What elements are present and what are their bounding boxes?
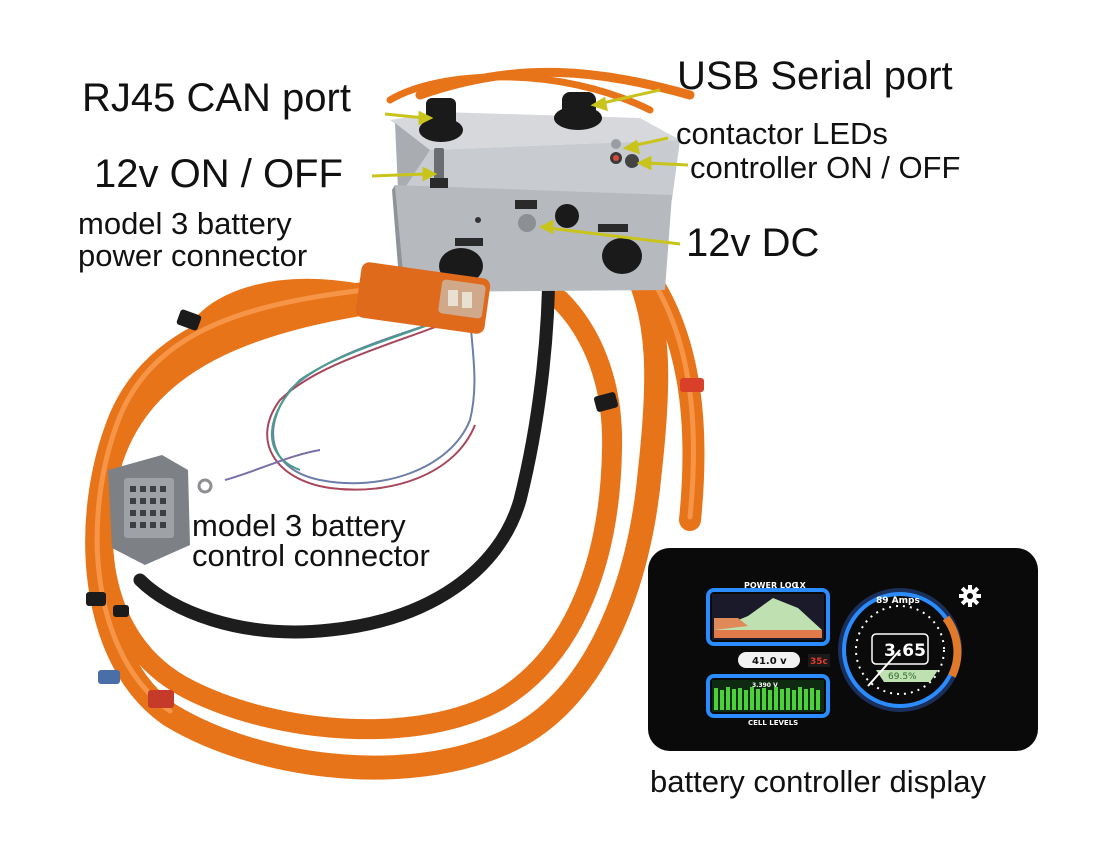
battery-controller-display: POWER LOG 1X 41.0 v 35c 3.390 V CELL LEV…: [648, 548, 1038, 751]
cell-voltage: 3.390 V: [752, 682, 778, 689]
label-power-connector-line2: power connector: [78, 238, 308, 273]
control-connector: [108, 455, 213, 565]
power-log-title: POWER LOG: [744, 581, 798, 590]
label-usb-serial-port: USB Serial port: [677, 54, 953, 98]
label-controller-onoff: controller ON / OFF: [690, 150, 961, 185]
label-12v-dc: 12v DC: [686, 221, 820, 265]
amps-readout: 89 Amps: [876, 596, 920, 606]
enclosure-top-ports: [419, 92, 602, 142]
pack-temperature: 35c: [810, 657, 828, 667]
power-log-zoom: 1X: [794, 581, 807, 590]
label-12v-onoff: 12v ON / OFF: [94, 152, 343, 196]
gear-icon[interactable]: [959, 585, 981, 607]
label-contactor-leds: contactor LEDs: [676, 116, 888, 151]
label-rj45-can-port: RJ45 CAN port: [82, 76, 351, 120]
display-screen: POWER LOG 1X 41.0 v 35c 3.390 V CELL LEV…: [648, 548, 1038, 751]
black-braided-cable: [133, 223, 556, 639]
state-of-charge: 69.5%: [888, 672, 917, 682]
label-power-connector-line1: model 3 battery: [78, 206, 292, 241]
label-battery-controller-display: battery controller display: [650, 764, 986, 799]
cell-levels-title: CELL LEVELS: [748, 719, 798, 727]
label-control-connector-line2: control connector: [192, 538, 430, 573]
power-connector: [355, 262, 491, 334]
label-control-connector-line1: model 3 battery: [192, 508, 406, 543]
pack-voltage: 41.0 v: [752, 656, 787, 667]
cell-average: 3.65: [884, 641, 926, 661]
annotation-arrows: [371, 88, 689, 246]
